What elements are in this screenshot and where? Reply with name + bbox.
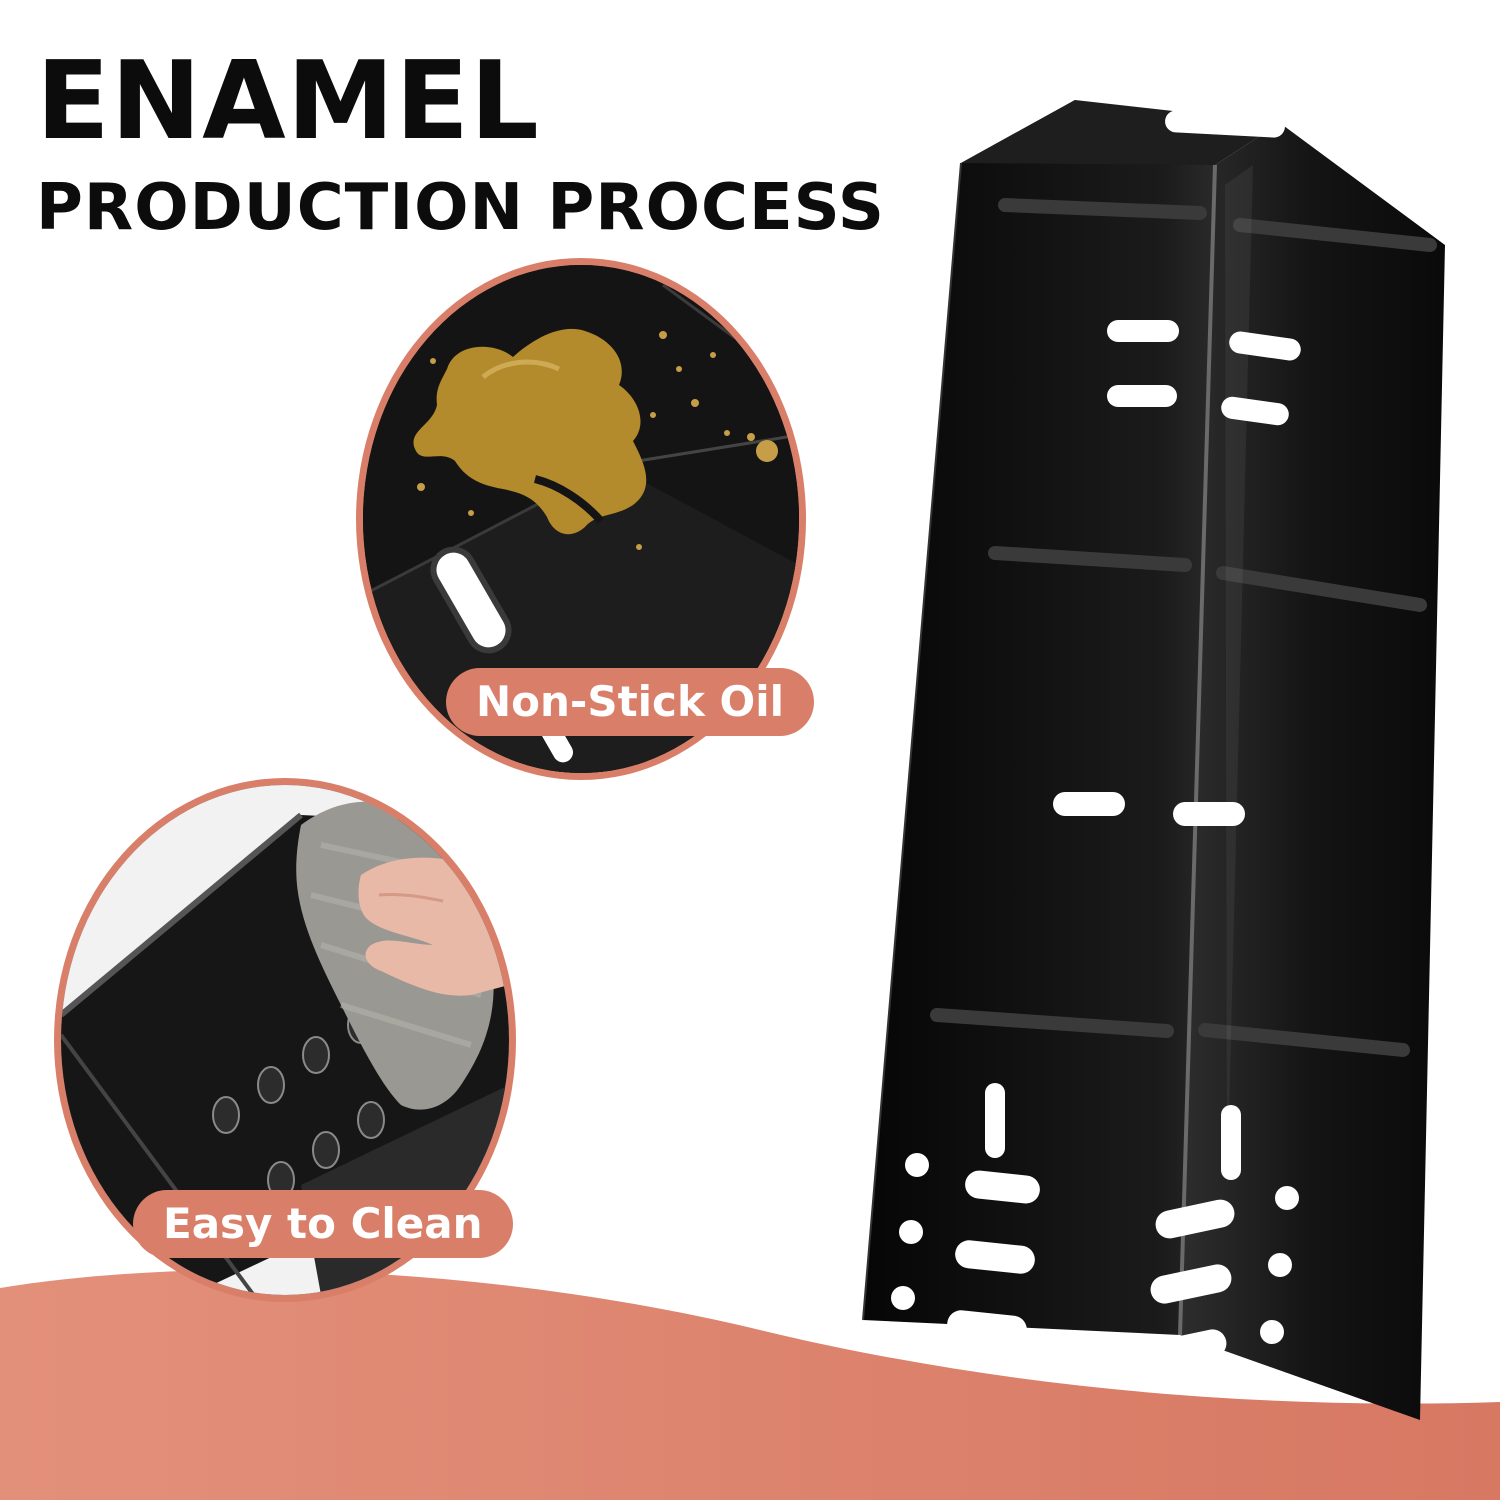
wiping-cloth-icon <box>61 785 509 1295</box>
enamel-heat-plate-icon <box>862 100 1445 1420</box>
non-stick-oil-badge: Non-Stick Oil <box>446 668 815 736</box>
bottom-wave-decoration <box>0 1269 1500 1500</box>
easy-to-clean-badge: Easy to Clean <box>133 1190 513 1258</box>
headline-line-1: ENAMEL <box>36 39 540 164</box>
headline-line-2: PRODUCTION PROCESS <box>36 171 885 245</box>
